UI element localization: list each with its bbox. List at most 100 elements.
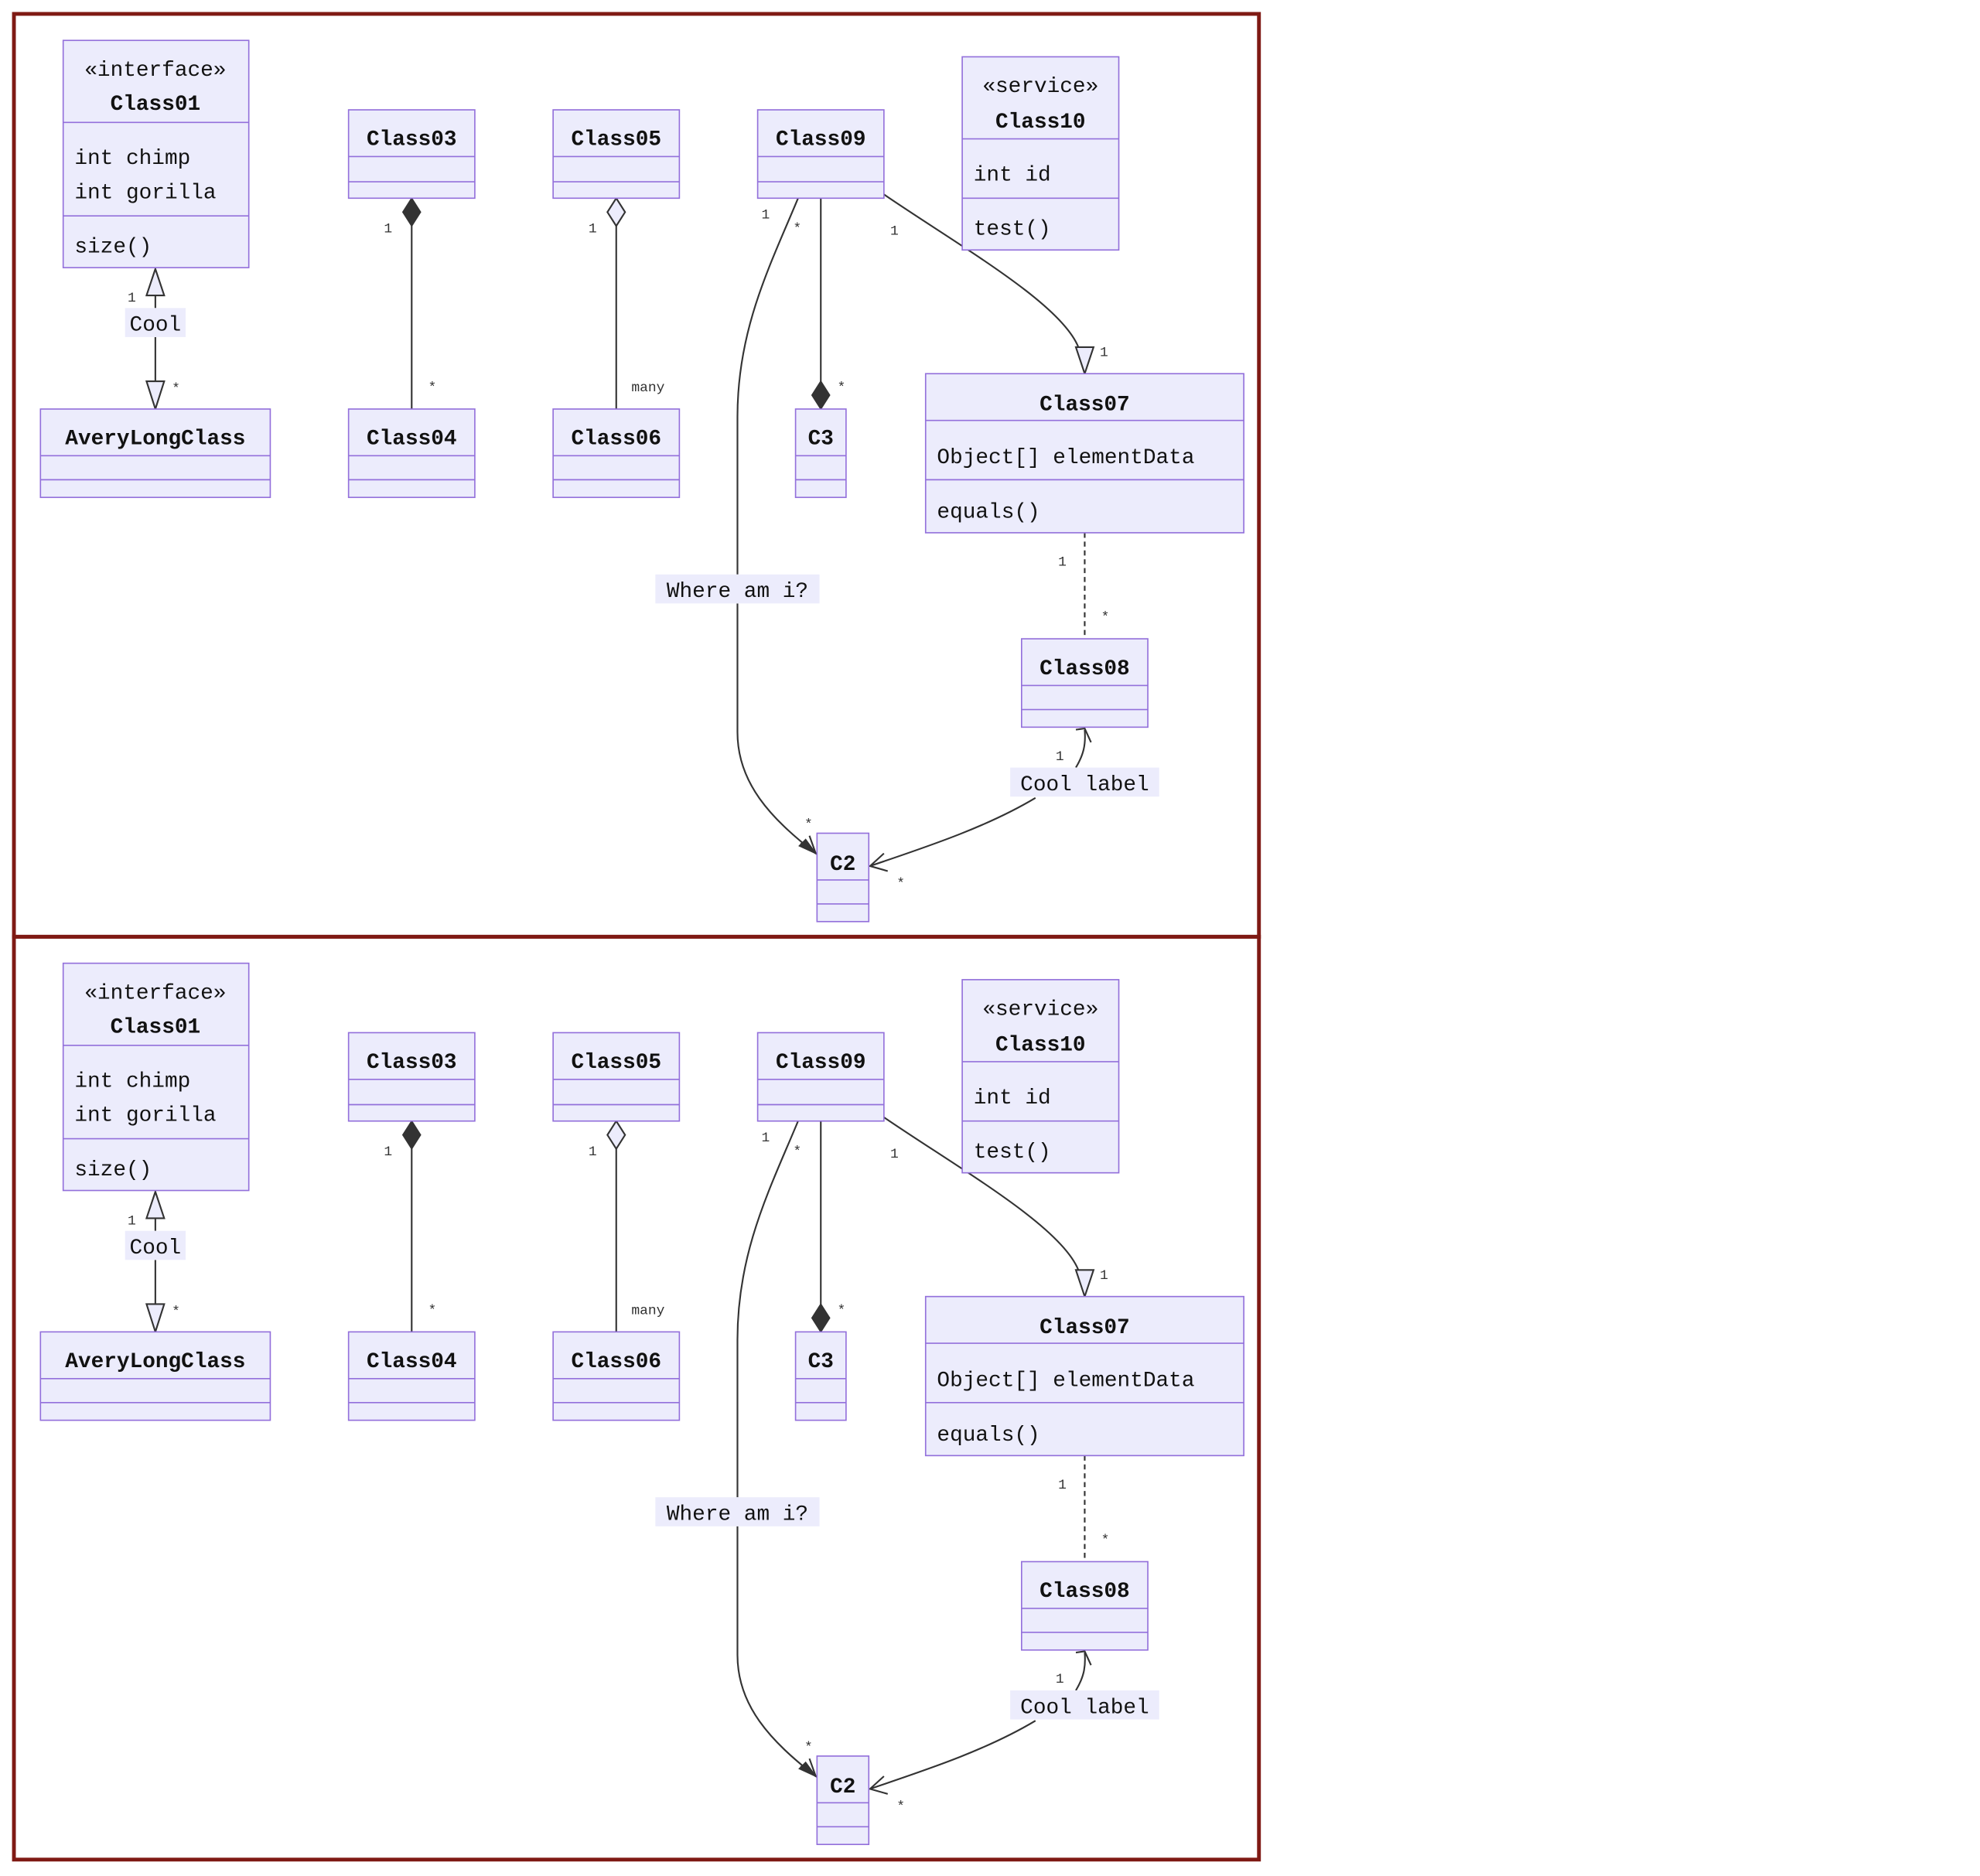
edge-class01-averylongclass: Cool 1 * — [125, 1189, 186, 1335]
class-node-class03[interactable]: Class03 — [347, 1032, 476, 1122]
cardinality-label: * — [428, 1304, 437, 1319]
edge-class08-c2: Cool label 1 * — [868, 1650, 1159, 1815]
edge-label: Cool label — [1020, 1696, 1149, 1720]
composition-diamond-icon — [401, 1120, 422, 1151]
class-name: Class06 — [571, 1350, 661, 1374]
inheritance-arrow-icon — [145, 1189, 166, 1219]
class-node-class03[interactable]: Class03 — [347, 109, 476, 200]
class-node-c3[interactable]: C3 — [794, 1331, 847, 1421]
composition-diamond-icon — [811, 380, 831, 411]
cardinality-label: 1 — [1056, 1672, 1064, 1687]
class-attribute: Object[] elementData — [937, 1369, 1194, 1393]
class-name: AveryLongClass — [65, 1350, 245, 1374]
class-stereotype: «service» — [982, 998, 1098, 1022]
edge-class09-c2: Where am i? 1 * * — [655, 1120, 820, 1779]
edge-label: Where am i? — [667, 1503, 808, 1527]
class-node-class09[interactable]: Class09 — [756, 1032, 885, 1122]
edge-class09-c3: * — [811, 1120, 845, 1333]
class-node-class01[interactable]: «interface» Class01 int chimp int gorill… — [62, 39, 250, 268]
class-node-class06[interactable]: Class06 — [552, 1331, 681, 1421]
edge-label: Cool label — [1020, 773, 1149, 797]
class-name: Class07 — [1040, 1316, 1130, 1340]
class-node-averylongclass[interactable]: AveryLongClass — [39, 408, 271, 499]
class-node-class04[interactable]: Class04 — [347, 1331, 476, 1421]
inheritance-arrow-icon — [145, 380, 166, 412]
class-node-class01[interactable]: «interface» Class01 int chimp int gorill… — [62, 962, 250, 1192]
class-node-class04[interactable]: Class04 — [347, 408, 476, 499]
class-node-c2[interactable]: C2 — [816, 832, 870, 923]
class-name: C3 — [808, 428, 834, 452]
cardinality-label: 1 — [1056, 749, 1064, 765]
class-name: Class05 — [571, 1051, 661, 1075]
edge-label: Cool — [130, 1236, 182, 1260]
cardinality-label: * — [837, 380, 845, 396]
class-stereotype: «service» — [982, 75, 1098, 99]
class-node-class06[interactable]: Class06 — [552, 408, 681, 499]
class-name: Class03 — [367, 1051, 457, 1075]
class-attribute: int chimp — [74, 1070, 190, 1094]
cardinality-label: 1 — [128, 291, 136, 306]
class-node-class08[interactable]: Class08 — [1020, 638, 1149, 728]
cardinality-label: 1 — [384, 221, 392, 237]
edge-class05-class06: 1 many — [589, 196, 665, 409]
class-method: equals() — [937, 500, 1040, 524]
cardinality-label: 1 — [1058, 1478, 1067, 1493]
cardinality-label: 1 — [589, 221, 597, 237]
cardinality-label: * — [428, 380, 437, 396]
class-name: AveryLongClass — [65, 428, 245, 452]
class-node-c3[interactable]: C3 — [794, 408, 847, 499]
class-attribute: int gorilla — [74, 181, 216, 205]
class-attribute: int gorilla — [74, 1104, 216, 1128]
class-name: Class06 — [571, 428, 661, 452]
class-stereotype: «interface» — [84, 59, 226, 83]
class-node-class07[interactable]: Class07 Object[] elementData equals() — [924, 1295, 1244, 1457]
class-node-class05[interactable]: Class05 — [552, 109, 681, 200]
cardinality-label: 1 — [589, 1144, 597, 1160]
class-name: C3 — [808, 1350, 834, 1374]
class-name: C2 — [830, 1775, 855, 1799]
cardinality-label: * — [793, 1144, 801, 1160]
class-node-class07[interactable]: Class07 Object[] elementData equals() — [924, 373, 1244, 534]
cardinality-label: 1 — [128, 1214, 136, 1230]
diagram-panel-2: Cool 1 * 1 * 1 many C2 (Where am i?) -->… — [12, 934, 1261, 1862]
edge-class09-c3: * — [811, 198, 845, 411]
cardinality-label: 1 — [1058, 554, 1067, 570]
panel-frame — [12, 934, 1261, 1862]
diagram-panel-1: Cool 1 * 1 * 1 many C2 (Where am i?) -->… — [12, 12, 1261, 939]
cardinality-label: * — [896, 1799, 905, 1815]
cardinality-label: 1 — [890, 1147, 899, 1162]
class-attribute: Object[] elementData — [937, 446, 1194, 470]
class-attribute: int id — [974, 1086, 1051, 1110]
class-name: Class09 — [776, 1051, 866, 1075]
inheritance-arrow-icon — [1074, 346, 1095, 377]
class-node-class09[interactable]: Class09 — [756, 109, 885, 200]
class-name: Class08 — [1040, 1580, 1130, 1604]
edge-label: Where am i? — [667, 580, 808, 604]
class-node-class05[interactable]: Class05 — [552, 1032, 681, 1122]
class-node-c2[interactable]: C2 — [816, 1755, 870, 1846]
class-method: test() — [974, 218, 1051, 242]
class-node-averylongclass[interactable]: AveryLongClass — [39, 1331, 271, 1421]
cardinality-label: 1 — [762, 1131, 770, 1146]
cardinality-label: * — [804, 817, 813, 833]
class-name: Class05 — [571, 128, 661, 152]
edge-class07-class08: 1 * — [1058, 532, 1109, 640]
class-node-class10[interactable]: «service» Class10 int id test() — [961, 979, 1120, 1174]
class-name: C2 — [830, 853, 855, 877]
class-name: Class04 — [367, 428, 457, 452]
class-name: Class08 — [1040, 657, 1130, 681]
cardinality-label: 1 — [1100, 1268, 1108, 1284]
class-stereotype: «interface» — [84, 981, 226, 1005]
class-node-class10[interactable]: «service» Class10 int id test() — [961, 56, 1120, 251]
inheritance-arrow-icon — [145, 266, 166, 297]
class-node-class08[interactable]: Class08 — [1020, 1560, 1149, 1651]
class-name: Class09 — [776, 128, 866, 152]
class-method: equals() — [937, 1424, 1040, 1448]
class-method: size() — [74, 1158, 152, 1182]
cardinality-label: * — [837, 1304, 845, 1319]
class-name: Class03 — [367, 128, 457, 152]
edge-class09-class07: 1 1 — [883, 1116, 1108, 1300]
class-name: Class10 — [995, 111, 1086, 135]
cardinality-label: 1 — [384, 1144, 392, 1160]
